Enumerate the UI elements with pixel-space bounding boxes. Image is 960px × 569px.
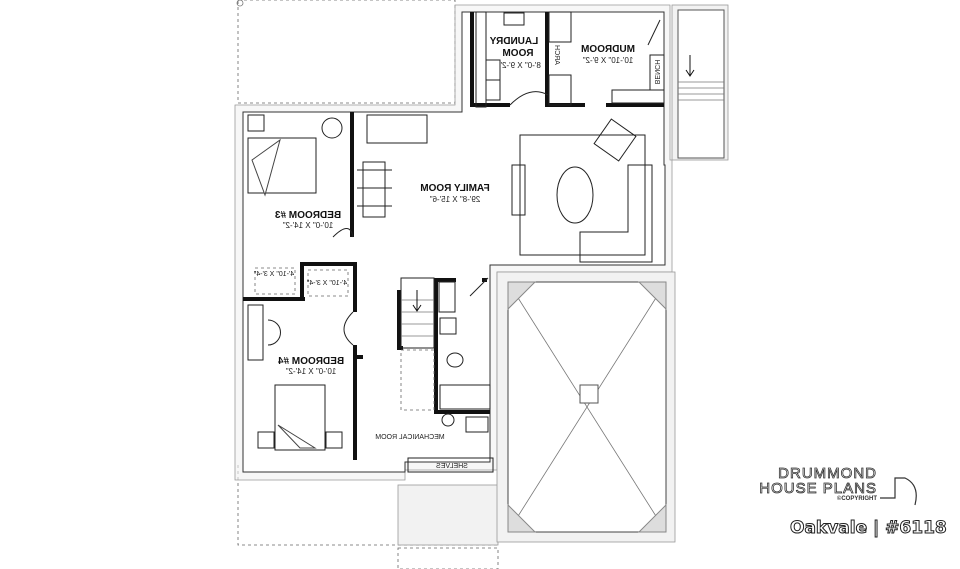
walls — [243, 12, 664, 460]
drummond-logo: DRUMMOND HOUSE PLANS ©COPYRIGHT — [752, 466, 922, 502]
logo-copyright: ©COPYRIGHT — [836, 496, 877, 502]
sectional-sofa — [579, 164, 653, 263]
nightstand — [247, 114, 265, 132]
laundry-room-label-2: ROOM — [502, 48, 533, 59]
coffee-table — [556, 166, 594, 224]
chair — [321, 117, 343, 139]
upper-patio — [237, 0, 456, 104]
stair-down-arrow-icon — [685, 55, 695, 77]
mudroom-label: MUDROOM — [581, 44, 635, 55]
laundry-sink — [503, 12, 525, 26]
family-room-size: 29'-8" X 15'-6" — [430, 195, 481, 204]
laundry-room-label: LAUNDRY — [489, 36, 538, 47]
shelves-label: SHELVES — [436, 463, 468, 470]
nightstand-right — [325, 431, 343, 449]
closet-1-size: 4'-10" X 3'-4" — [253, 271, 294, 278]
dryer — [485, 79, 501, 101]
bathroom-door — [469, 277, 489, 297]
mudroom-cabinet-bottom — [548, 74, 572, 106]
family-room-label: FAMILY ROOM — [420, 183, 489, 194]
desk-chair — [267, 319, 281, 346]
mudroom-shelf — [611, 89, 665, 104]
interior-stair — [400, 277, 435, 349]
garage-corner-pads — [507, 281, 667, 533]
logo-line-2: HOUSE PLANS — [759, 480, 877, 497]
bathtub — [439, 384, 491, 410]
interior-floor — [242, 11, 666, 473]
side-stair — [677, 9, 725, 159]
toilet — [446, 352, 464, 368]
closet-2-outline — [307, 269, 349, 297]
console-table — [511, 164, 526, 216]
exterior-door — [647, 19, 661, 46]
floor-drain — [579, 384, 599, 404]
area-rug — [519, 134, 646, 256]
mudroom-size: 10'-10" X 9'-2" — [583, 56, 634, 65]
garage-control-joints — [507, 281, 667, 533]
mechanical-room-label: MECHANICAL ROOM — [375, 434, 445, 441]
bed-4-cover-fold — [277, 424, 317, 449]
treadmill — [366, 114, 428, 144]
shelves-unit — [407, 457, 494, 473]
bench-label: BENCH — [653, 60, 660, 85]
laundry-door — [509, 91, 549, 106]
logo-line-1: DRUMMOND — [778, 465, 877, 482]
side-stair-treads — [678, 81, 724, 101]
stair-arrow-icon — [412, 290, 422, 312]
stair-treads — [401, 299, 434, 337]
bedroom-3-door — [332, 228, 354, 238]
bedroom-4-size: 10'-0" X 14'-2" — [286, 367, 337, 376]
bedroom-4-label: BEDROOM #4 — [278, 356, 345, 367]
bed-cover-fold — [251, 138, 281, 197]
bed-bedroom-3 — [247, 137, 317, 194]
bedroom-3-label: BEDROOM #3 — [275, 210, 342, 221]
armchair — [593, 118, 637, 162]
front-step — [397, 484, 499, 546]
nightstand-left — [257, 431, 275, 449]
sink — [439, 317, 457, 335]
closet-1-outline — [254, 267, 296, 295]
bedroom-4-door — [343, 311, 354, 346]
weight-bench — [357, 161, 392, 218]
bedroom-3-size: 10'-0" X 14'-2" — [283, 221, 334, 230]
desk — [247, 304, 264, 361]
front-landing — [397, 547, 499, 569]
bed-bedroom-4 — [274, 384, 326, 451]
labels: LAUNDRY ROOM 8'-0" X 9'-2" MUDROOM 10'-1… — [253, 36, 660, 470]
water-heater — [441, 413, 455, 427]
arch-label: ARCH — [553, 45, 560, 65]
mudroom-cabinet-top — [548, 11, 572, 43]
laundry-room-size: 8'-0" X 9'-2" — [499, 61, 541, 70]
furnace — [465, 416, 489, 433]
post-marker — [236, 0, 244, 7]
plan-title: Oakvale | #6118 — [790, 518, 948, 539]
under-stair-storage — [400, 349, 435, 411]
closet-2-size: 4'-10" X 3'-4" — [306, 280, 347, 287]
vanity — [438, 281, 456, 313]
